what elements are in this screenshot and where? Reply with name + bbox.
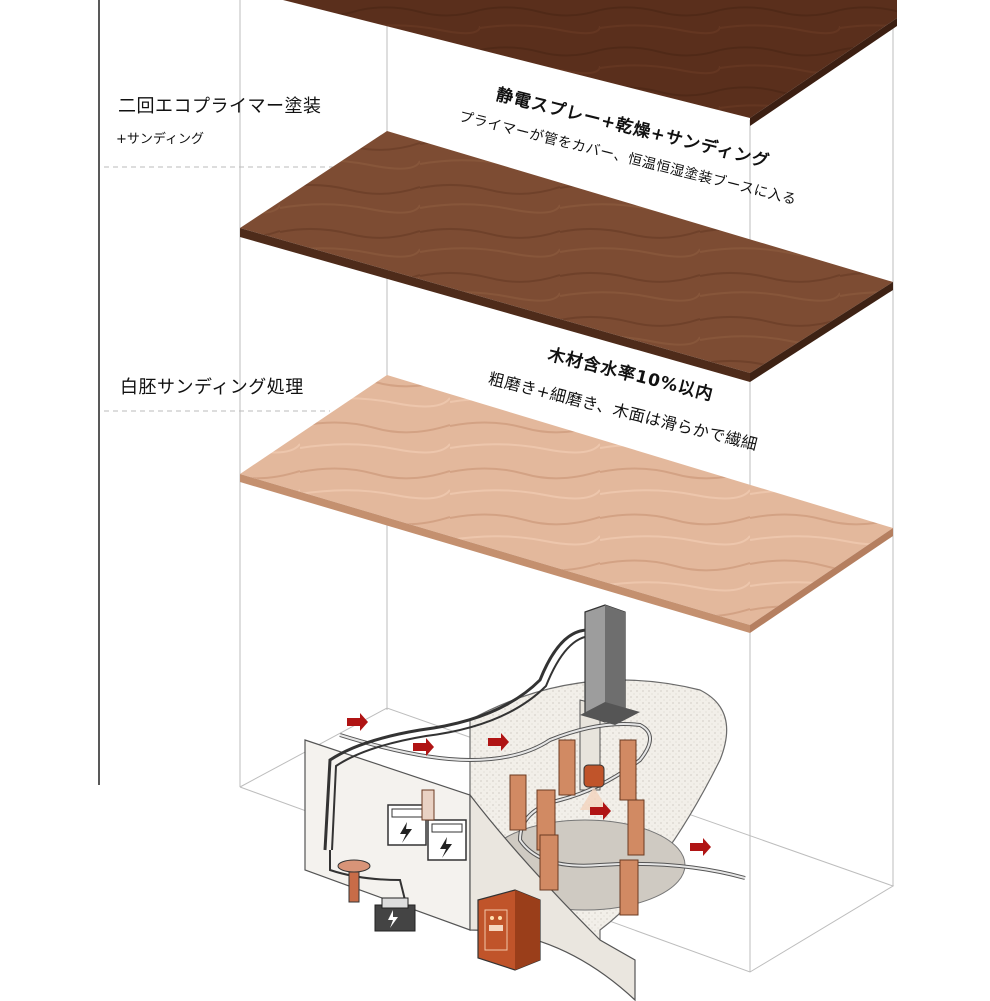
board-bottom-light [240,375,893,633]
flow-arrows [347,713,711,856]
label-primer-sub: +サンディング [116,132,204,147]
lightning-bolt-icon [388,910,398,928]
label-sanding-title: 白胚サンディング処理 [120,377,304,398]
electrical-cabinet [477,889,541,971]
lightning-bolt-icon [440,837,452,858]
control-panel-2 [427,819,467,861]
hanging-workpieces [421,739,645,916]
air-compressor [329,850,416,932]
board-middle-wood [240,131,893,382]
lightning-bolt-icon [400,822,412,843]
spray-booth [304,604,746,1001]
label-primer-title: 二回エコプライマー塗装 [118,96,322,117]
board-top-walnut [283,0,897,126]
control-panel-1 [387,804,427,846]
